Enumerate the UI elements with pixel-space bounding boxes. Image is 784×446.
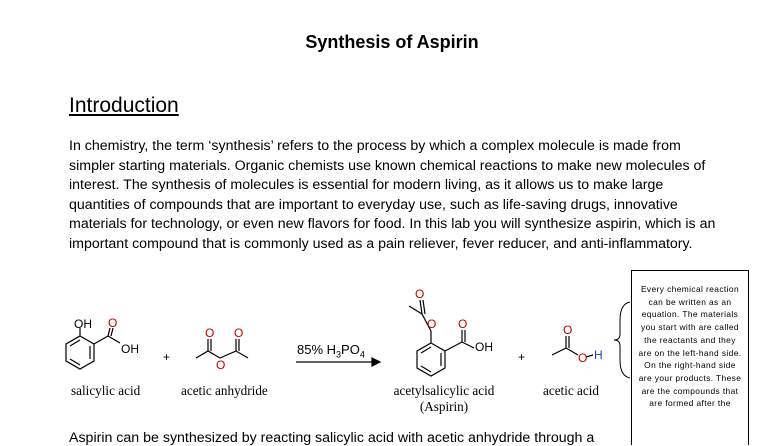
page-title: Synthesis of Aspirin [305,32,479,52]
aspirin-o2: O [427,317,436,331]
aspirin-oh: OH [475,340,493,354]
acetic-anhydride-chain [195,350,249,359]
plus-sign-products: + [518,350,526,364]
reaction-scheme: OH O OH O O O O O O OH O O H [65,287,603,377]
bottom-paragraph: Aspirin can be synthesized by reacting s… [69,430,595,446]
acetic-acid-h: H [594,348,603,362]
acetic-acid-o1: O [563,323,572,337]
label-acetylsalicylic-acid: acetylsalicylic acid (Aspirin) [388,383,500,415]
acetic-anhydride-o1: O [205,326,214,340]
salicylic-acid-oh: OH [74,317,92,331]
callout-brace [613,301,631,379]
callout-box: Every chemical reaction can be written a… [631,270,749,445]
salicylic-acid-o: O [108,316,117,330]
acetic-acid-chain [551,347,579,356]
plus-sign-reactants: + [163,350,171,364]
aspirin-o3: O [458,317,467,331]
intro-paragraph: In chemistry, the term ‘synthesis’ refer… [69,138,716,252]
salicylic-acid-acid-oh: OH [121,342,139,356]
reaction-reagent: 85% H3PO4 [297,342,365,360]
section-heading-introduction: Introduction [69,94,179,117]
acetic-acid-o2: O [578,351,587,365]
label-aspirin: (Aspirin) [419,399,469,414]
label-salicylic-acid: salicylic acid [71,383,141,398]
label-acetic-acid: acetic acid [543,383,600,398]
aspirin-o1: O [415,287,424,301]
acetic-anhydride-o2: O [216,358,225,372]
acetic-anhydride-o3: O [234,326,243,340]
label-acetic-anhydride: acetic anhydride [181,383,268,398]
